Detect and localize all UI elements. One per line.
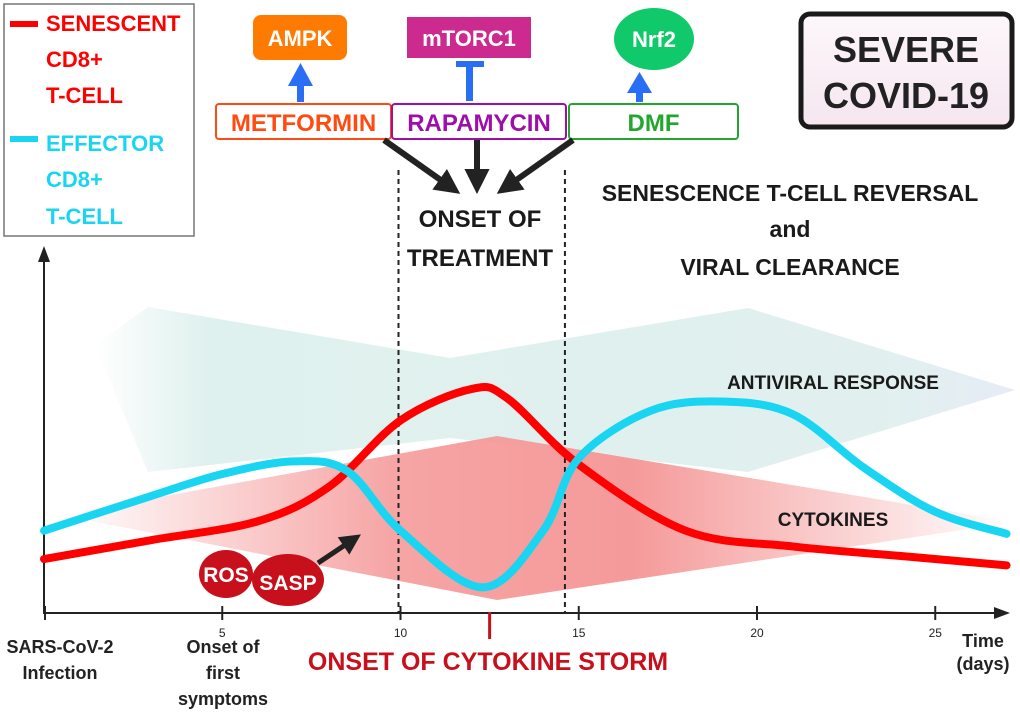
- x-tick-label: 25: [929, 626, 943, 640]
- x-tick-label: 10: [394, 626, 408, 640]
- metformin-activates-ampk-arrow-icon: [288, 63, 313, 102]
- cytokine-storm-label: ONSET OF CYTOKINE STORM: [308, 648, 668, 676]
- legend-effector-line3: T-CELL: [46, 204, 123, 229]
- dmf-label: DMF: [628, 110, 680, 137]
- sasp-badge: [252, 554, 324, 606]
- symptoms-label-line1: Onset of: [186, 637, 260, 657]
- ros-label: ROS: [203, 564, 249, 587]
- ampk-label: AMPK: [268, 26, 333, 51]
- legend-senescent-line2: CD8+: [46, 47, 103, 72]
- symptoms-label-line2: first: [206, 663, 240, 683]
- antiviral-response-label: ANTIVIRAL RESPONSE: [727, 373, 939, 394]
- legend-swatch-senescent: [10, 21, 38, 27]
- time-axis-label-line2: (days): [956, 654, 1009, 674]
- treatment-label-line1: ONSET OF: [419, 206, 542, 233]
- dmf-box: [568, 103, 739, 140]
- effector-cd8-curve: [40, 397, 1011, 592]
- x-tick-label: 5: [219, 626, 226, 640]
- rapamycin-label: RAPAMYCIN: [407, 110, 551, 137]
- x-tick-label: 20: [750, 626, 764, 640]
- rapamycin-inhibits-mtorc1-icon: [456, 61, 484, 101]
- sasp-label: SASP: [259, 572, 316, 595]
- ros-badge: [199, 550, 253, 598]
- legend-effector-line1: EFFECTOR: [46, 131, 164, 156]
- sasp-arrow-icon: [316, 534, 361, 566]
- nrf2-label: Nrf2: [632, 27, 676, 52]
- severe-covid-line1: SEVERE: [833, 29, 979, 70]
- cytokines-label: CYTOKINES: [778, 510, 889, 531]
- rapamycin-box: [391, 103, 567, 140]
- infection-label-line2: Infection: [23, 663, 98, 683]
- outcome-label-line2: and: [770, 216, 811, 242]
- mtorc1-label: mTORC1: [422, 26, 516, 51]
- legend-swatch-effector: [10, 136, 38, 142]
- treatment-label-line2: TREATMENT: [407, 245, 554, 272]
- severe-covid-line2: COVID-19: [823, 75, 989, 116]
- x-axis-arrow-icon: [994, 607, 1010, 619]
- metformin-to-treatment-arrow-icon: [382, 137, 461, 194]
- dmf-activates-nrf2-arrow-icon: [627, 72, 652, 102]
- antiviral-response-band: [95, 307, 1015, 472]
- outcome-label-line1: SENESCENCE T-CELL REVERSAL: [602, 180, 979, 206]
- nrf2-badge: [614, 8, 694, 70]
- time-axis-label-line1: Time: [962, 631, 1004, 651]
- legend-senescent-line1: SENESCENT: [46, 11, 181, 36]
- mtorc1-box: [407, 17, 531, 58]
- legend-senescent-line3: T-CELL: [46, 83, 123, 108]
- metformin-label: METFORMIN: [231, 110, 376, 137]
- legend-effector-line2: CD8+: [46, 167, 103, 192]
- outcome-label-line3: VIRAL CLEARANCE: [680, 254, 899, 280]
- senescent-cd8-curve: [40, 383, 1011, 570]
- severe-covid-box: [798, 11, 1015, 130]
- x-tick-label: 15: [572, 626, 586, 640]
- dmf-to-treatment-arrow-icon: [496, 137, 575, 194]
- ampk-box: [253, 15, 347, 60]
- infection-label-line1: SARS-CoV-2: [6, 637, 113, 657]
- symptoms-label-line3: symptoms: [178, 689, 268, 709]
- legend-box: [3, 3, 195, 237]
- y-axis-arrow-icon: [38, 246, 50, 262]
